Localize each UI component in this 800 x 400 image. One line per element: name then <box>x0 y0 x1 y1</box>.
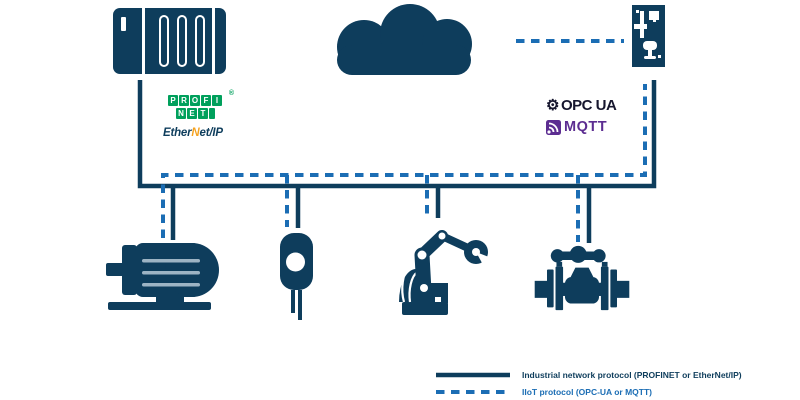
industrial-network-bus <box>137 80 657 189</box>
cloud-icon <box>322 3 487 75</box>
ethernet-ip-text-2: et/IP <box>199 127 223 139</box>
operator-workstation-icon <box>632 5 665 67</box>
profinet-letter-tile: N <box>176 108 186 119</box>
legend-label-iiot: IIoT protocol (OPC-UA or MQTT) <box>522 386 652 397</box>
iiot-bus <box>161 84 647 238</box>
solid-line-sample <box>436 372 510 377</box>
profinet-letter-tile: O <box>190 95 200 106</box>
plc-icon <box>113 8 226 74</box>
legend-item-industrial: Industrial network protocol (PROFINET or… <box>436 368 742 381</box>
electric-motor-icon <box>106 238 226 314</box>
legend-label-industrial: Industrial network protocol (PROFINET or… <box>522 369 742 380</box>
profinet-letter-tile: P <box>168 95 178 106</box>
robot-arm-icon <box>394 221 494 317</box>
profinet-letter-tile: R <box>179 95 189 106</box>
dashed-line-sample <box>436 389 510 394</box>
gear-icon: ⚙ <box>546 97 559 114</box>
mqtt-text: MQTT <box>564 119 608 135</box>
ethernet-ip-logo: EtherNet/IP <box>163 127 223 139</box>
mqtt-logo: MQTT <box>546 119 607 135</box>
proximity-sensor-icon <box>278 229 315 322</box>
profinet-letter-tile: I <box>212 95 222 106</box>
profinet-letter-tile: T <box>198 108 208 119</box>
opc-ua-logo: ⚙ OPC UA <box>546 97 617 114</box>
registered-mark: ® <box>228 90 234 97</box>
legend-item-iiot: IIoT protocol (OPC-UA or MQTT) <box>436 385 742 398</box>
opc-ua-text: OPC UA <box>560 97 617 114</box>
ethernet-ip-accent: N <box>191 127 200 139</box>
profinet-letter-tile: E <box>187 108 197 119</box>
mqtt-signal-icon <box>546 119 561 135</box>
profinet-endcap <box>209 108 215 119</box>
ethernet-ip-text: Ether <box>163 127 192 139</box>
profinet-letter-tile: F <box>201 95 211 106</box>
industrial-valve-icon <box>532 243 632 313</box>
legend: Industrial network protocol (PROFINET or… <box>436 368 742 400</box>
